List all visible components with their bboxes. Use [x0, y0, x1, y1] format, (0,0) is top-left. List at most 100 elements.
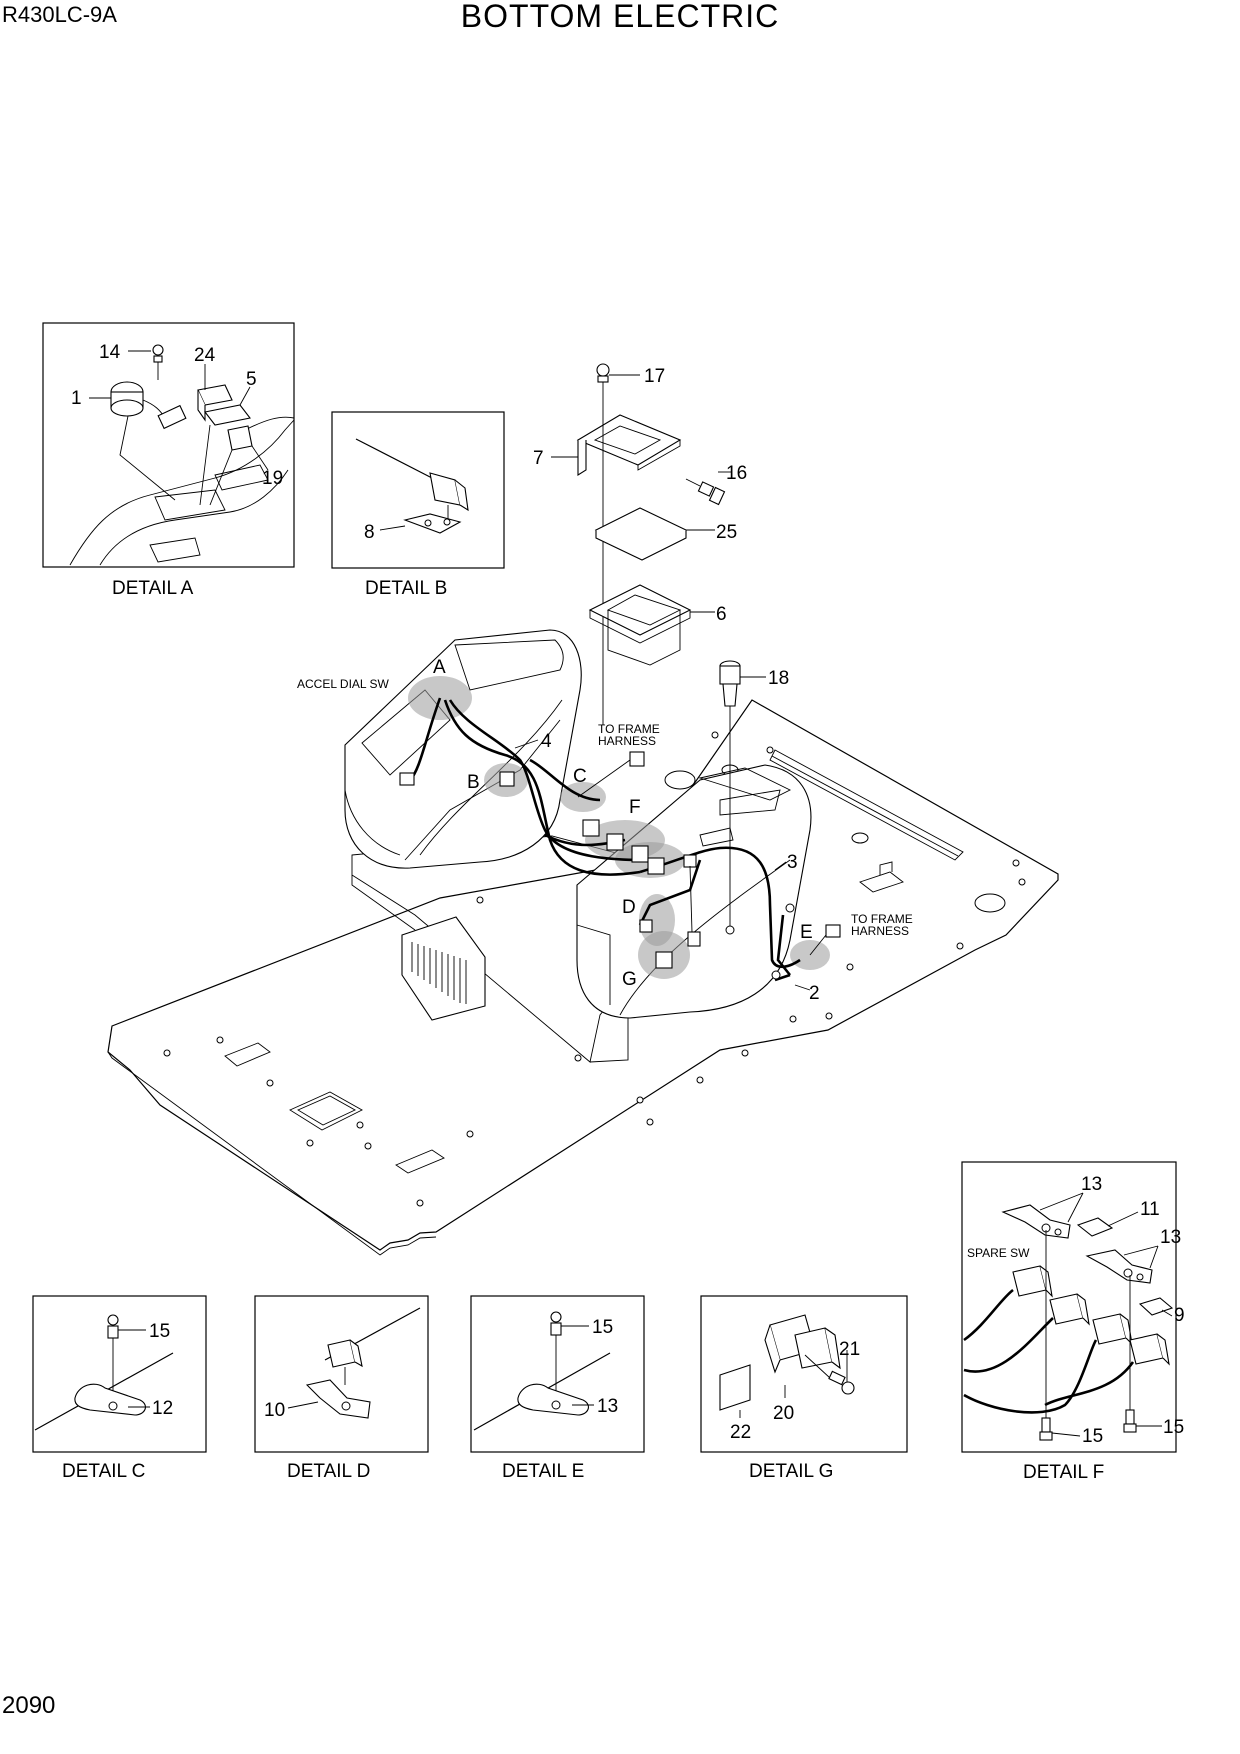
connector-icon [429, 472, 461, 506]
switch-19 [227, 425, 253, 451]
detail-g-label-21: 21 [839, 1339, 860, 1360]
connector-icon [629, 751, 645, 767]
detail-f-label-13b: 13 [1160, 1227, 1181, 1248]
detail-b: 8 DETAIL B [331, 411, 505, 599]
main-label-7: 7 [533, 448, 544, 469]
detail-d-caption: DETAIL D [287, 1461, 370, 1482]
boot-6 [588, 584, 692, 636]
main-label-16: 16 [726, 463, 747, 484]
note-spare-sw: SPARE SW [967, 1246, 1030, 1260]
spare-switch [1012, 1265, 1047, 1297]
marker-a: A [433, 657, 446, 678]
detail-a-label-19: 19 [262, 468, 283, 489]
detail-e-label-15: 15 [592, 1317, 613, 1338]
connector-icon [499, 771, 515, 787]
clamp-13 [517, 1383, 589, 1416]
bolt-17 [596, 363, 610, 377]
detail-a-label-5: 5 [246, 369, 257, 390]
detail-d-label-10: 10 [264, 1400, 285, 1421]
detail-g-label-20: 20 [773, 1403, 794, 1424]
screw-icon [152, 344, 164, 356]
detail-d: 10 DETAIL D [254, 1295, 429, 1482]
detail-e: 15 13 DETAIL E [470, 1295, 645, 1482]
detail-a-label-24: 24 [194, 345, 216, 366]
detail-a-caption: DETAIL A [112, 578, 194, 599]
clip-9 [1138, 1297, 1174, 1316]
bracket-8 [403, 513, 462, 534]
main-label-2: 2 [809, 983, 820, 1004]
connector-icon [683, 854, 697, 868]
switch-icon [1049, 1293, 1084, 1325]
detail-g-label-22: 22 [730, 1422, 751, 1443]
left-console [344, 629, 582, 869]
detail-e-frame [470, 1295, 645, 1453]
right-console [576, 764, 812, 1019]
switch-icon [1092, 1313, 1127, 1345]
detail-f-label-11: 11 [1140, 1199, 1160, 1220]
detail-f: 13 11 13 9 15 15 SPARE SW DETAIL F [961, 1161, 1185, 1483]
detail-c-caption: DETAIL C [62, 1461, 145, 1482]
detail-a: 14 24 5 1 19 DETAIL A [42, 322, 295, 599]
note-accel-dial-sw: ACCEL DIAL SW [297, 677, 389, 691]
connector-icon [606, 833, 624, 851]
detail-c-label-15: 15 [149, 1321, 170, 1342]
detail-e-caption: DETAIL E [502, 1461, 584, 1482]
detail-d-frame [254, 1295, 429, 1453]
marker-d: D [622, 897, 636, 918]
main-label-25: 25 [716, 522, 737, 543]
detail-f-caption: DETAIL F [1023, 1462, 1104, 1483]
connector-icon [825, 924, 841, 938]
detail-b-frame [331, 411, 505, 569]
detail-b-label-8: 8 [364, 522, 375, 543]
page-number: 2090 [2, 1692, 56, 1719]
connector-icon [639, 919, 653, 933]
bolt-icon [550, 1311, 562, 1323]
marker-f: F [629, 797, 641, 818]
detail-a-label-1: 1 [71, 388, 82, 409]
marker-e: E [800, 922, 813, 943]
detail-f-label-13a: 13 [1081, 1174, 1102, 1195]
bracket-10 [305, 1379, 371, 1419]
rail [769, 749, 964, 861]
connector-icon [647, 857, 665, 875]
connector-icon [655, 951, 673, 969]
detail-f-label-15b: 15 [1163, 1417, 1184, 1438]
main-assembly: 17 7 16 25 6 18 4 3 2 A B C F D E G ACCE… [107, 363, 1059, 1256]
bracket-7 [576, 414, 682, 466]
connector-icon [687, 931, 701, 947]
main-label-4: 4 [541, 731, 552, 752]
page-title: BOTTOM ELECTRIC [460, 0, 780, 34]
main-label-6: 6 [716, 604, 727, 625]
clamp-12 [74, 1383, 146, 1416]
connector-icon [399, 772, 415, 786]
detail-f-label-9: 9 [1174, 1305, 1185, 1326]
model-code: R430LC-9A [2, 2, 117, 27]
bolt-icon [107, 1314, 119, 1326]
detail-g: 21 20 22 DETAIL G [700, 1295, 908, 1482]
bolt-icon [1125, 1409, 1135, 1425]
marker-c: C [573, 766, 587, 787]
detail-f-frame [961, 1161, 1177, 1453]
main-label-18: 18 [768, 668, 789, 689]
main-label-17: 17 [644, 366, 665, 387]
note-harness-1: HARNESS [598, 734, 656, 748]
clip-11 [1076, 1217, 1114, 1237]
marker-b: B [467, 772, 480, 793]
switch-icon [1129, 1333, 1164, 1365]
vent-box [401, 916, 486, 1021]
clamp-13-top [1001, 1204, 1071, 1239]
vent-slots [411, 942, 467, 1004]
detail-a-label-14: 14 [99, 342, 121, 363]
connector-icon [582, 819, 600, 837]
detail-a-frame [42, 322, 295, 568]
switch-24 [197, 384, 233, 406]
detail-c: 15 12 DETAIL C [32, 1295, 207, 1482]
screw-icon [841, 1381, 855, 1395]
bolt-icon [1041, 1417, 1051, 1433]
main-label-3: 3 [787, 852, 798, 873]
note-to-frame-1: TO FRAME [598, 722, 660, 736]
marker-g: G [622, 969, 637, 990]
detail-g-caption: DETAIL G [749, 1461, 833, 1482]
note-to-frame-2: TO FRAME [851, 912, 913, 926]
